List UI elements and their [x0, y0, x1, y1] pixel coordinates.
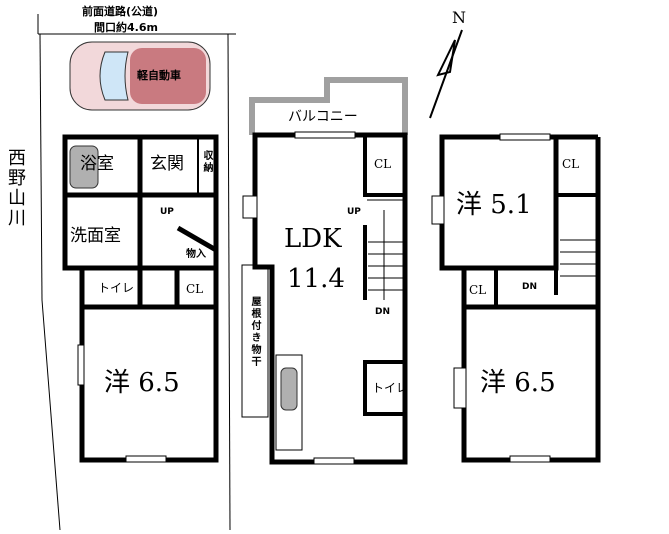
toilet-label: トイレ	[372, 381, 409, 395]
floor2-windows	[242, 131, 356, 465]
frontage-label: 間口約4.6m	[94, 21, 158, 34]
up-label: UP	[160, 207, 174, 217]
bath-label: 浴室	[80, 154, 114, 174]
closet-label: CL	[374, 157, 392, 171]
room1-label: 洋 5.1	[456, 190, 532, 220]
dn-label: DN	[375, 307, 391, 317]
drying-area-label: 屋根付き物干	[249, 296, 260, 368]
room2-label: 洋 6.5	[480, 368, 556, 398]
up-label: UP	[347, 207, 361, 217]
balcony-label: バルコニー	[288, 109, 358, 125]
storage-label: 収納	[201, 150, 212, 174]
bedroom-label: 洋 6.5	[104, 368, 180, 398]
kitchen-counter	[275, 354, 303, 451]
dn-label: DN	[522, 282, 538, 292]
road-label: 前面道路(公道)	[82, 5, 159, 18]
entrance-label: 玄関	[150, 154, 184, 174]
balcony-outline	[249, 77, 408, 135]
floor2-walls	[252, 132, 408, 465]
drying-area	[241, 264, 269, 418]
closet-label: CL	[562, 157, 580, 171]
closet-label: CL	[469, 283, 487, 297]
storeroom-label: 物入	[186, 249, 206, 260]
stairs-floor3	[560, 239, 596, 277]
north-arrow-icon	[429, 29, 463, 119]
site-boundary	[37, 14, 236, 531]
floor1-windows	[77, 344, 167, 463]
floor3-walls	[439, 134, 601, 463]
stairs-floor2	[368, 210, 403, 300]
ldk-size-label: 11.4	[287, 264, 345, 294]
washroom-label: 洗面室	[70, 226, 121, 246]
car-icon	[69, 41, 211, 111]
car-label: 軽自動車	[137, 69, 181, 82]
river-label: 西野山川	[5, 148, 26, 228]
toilet-label: トイレ	[98, 281, 135, 295]
floor3-windows	[431, 133, 551, 463]
north-label: N	[452, 8, 466, 27]
closet-label: CL	[186, 282, 204, 296]
bathtub-icon	[69, 145, 99, 189]
ldk-label: LDK	[284, 224, 342, 254]
